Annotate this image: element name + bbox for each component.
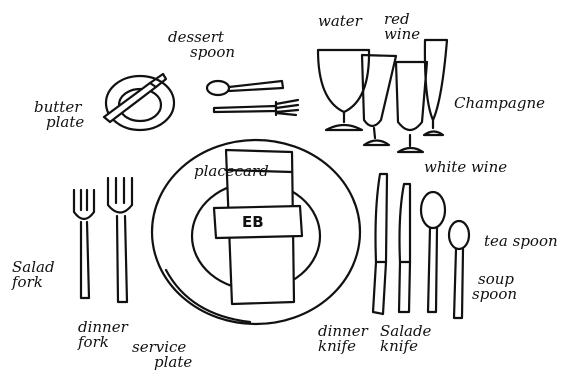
label-line: spoon [190, 45, 235, 60]
label-dinner-knife: dinner knife [318, 324, 368, 354]
label-salade-knife: Salade knife [380, 324, 431, 354]
label-dessert-spoon: dessert spoon [168, 30, 235, 60]
label-tea-spoon: tea spoon [484, 234, 558, 249]
label-line: fork [78, 335, 128, 350]
label-line: fork [12, 275, 55, 290]
label-line: knife [318, 339, 368, 354]
soup-spoon [421, 192, 445, 312]
label-white-wine: white wine [424, 160, 507, 175]
label-red-wine: red wine [384, 12, 420, 42]
label-placecard: placecard [194, 164, 269, 179]
white-wine-glass [396, 62, 427, 152]
label-butter-plate: butter plate [34, 100, 84, 130]
label-water: water [318, 14, 362, 29]
dinner-knife [373, 174, 387, 314]
napkin-monogram: EB [242, 213, 264, 231]
butter-plate [104, 74, 174, 130]
label-line: spoon [472, 287, 517, 302]
champagne-glass [424, 40, 447, 135]
label-line: wine [384, 27, 420, 42]
label-salad-fork: Salad fork [12, 260, 55, 290]
red-wine-glass [362, 55, 396, 145]
label-champagne: Champagne [454, 96, 545, 111]
label-line: knife [380, 339, 431, 354]
label-line: plate [46, 115, 84, 130]
dinner-fork [108, 178, 132, 302]
dessert-spoon [207, 81, 283, 95]
label-dinner-fork: dinner fork [78, 320, 128, 350]
salad-fork [74, 190, 94, 298]
tea-spoon [449, 221, 469, 318]
salad-knife [399, 184, 410, 312]
label-soup-spoon: soup spoon [472, 272, 517, 302]
label-service-plate: service plate [132, 340, 192, 370]
label-line: plate [154, 355, 192, 370]
dessert-fork [214, 100, 298, 115]
